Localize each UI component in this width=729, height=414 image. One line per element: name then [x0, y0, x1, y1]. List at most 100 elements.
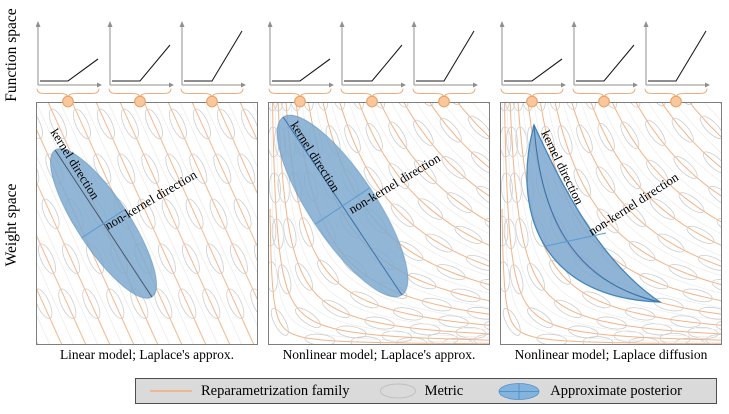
mini-function-plot [268, 21, 334, 108]
metric-ellipse [322, 299, 350, 319]
metric-ellipse [96, 108, 115, 140]
metric-ellipse [450, 288, 481, 303]
metric-ellipse [657, 233, 685, 253]
function-space-row-svg [36, 21, 246, 108]
metric-ellipse [622, 203, 647, 228]
reparametrization-line [167, 102, 258, 303]
mini-function-plot [107, 21, 174, 108]
approximate-posterior-ellipse-icon [498, 382, 540, 400]
reparametrization-curve [635, 102, 722, 198]
reparametrization-family-line-icon [150, 390, 192, 392]
function-space-row-svg [268, 21, 478, 108]
metric-ellipse [699, 115, 722, 140]
axis-arrow-up-icon [500, 21, 505, 27]
metric-ellipse [502, 307, 521, 336]
weight-sample-dot [206, 95, 218, 108]
posterior-ellipse [276, 114, 409, 298]
function-space-row [268, 0, 490, 108]
metric-ellipse [622, 102, 641, 108]
metric-ellipse [271, 102, 284, 112]
reparametrization-line [36, 233, 87, 345]
legend: Reparametrization family Metric Approxim… [135, 378, 717, 404]
metric-ellipse [439, 117, 462, 143]
metric-ellipse [189, 153, 208, 184]
axis-arrow-right-icon [329, 82, 334, 88]
non-kernel-direction-axis [81, 208, 126, 239]
metric-ellipse [277, 264, 292, 295]
metric-ellipse [304, 333, 336, 345]
metric-ellipse [202, 288, 221, 319]
reparametrization-curve [277, 102, 490, 335]
metric-ellipse [213, 153, 232, 184]
metric-ellipse [209, 198, 228, 229]
metric-ellipse [500, 102, 511, 112]
metric-ellipse [600, 102, 618, 109]
reparametrization-curve [456, 102, 490, 139]
metric-ellipse [697, 254, 722, 271]
metric-ellipse [363, 166, 384, 194]
metric-ellipse [82, 288, 101, 319]
metric-ellipse [314, 102, 329, 111]
weight-sample-dot [438, 95, 450, 108]
metric-ellipse [466, 306, 490, 320]
weight-sample-dot [294, 95, 306, 108]
metric-ellipse [686, 225, 715, 244]
metric-ellipse [141, 153, 160, 184]
metric-ellipse [268, 172, 281, 204]
metric-ellipse [295, 263, 313, 291]
metric-ellipse [439, 102, 461, 105]
metric-ellipse [181, 243, 200, 274]
weight-sample-dot [366, 95, 378, 108]
metric-ellipse [268, 261, 278, 293]
metric-ellipse [465, 254, 490, 271]
reparametrization-curve [269, 208, 490, 345]
metric-ellipse [336, 325, 367, 339]
metric-ellipse [58, 288, 77, 319]
metric-ellipse [144, 108, 163, 140]
axis-arrow-up-icon [36, 21, 41, 27]
axis-arrow-right-icon [705, 82, 710, 88]
relu-function-curve [416, 30, 475, 82]
reparametrization-curve [501, 208, 722, 345]
mini-function-plot [500, 21, 566, 108]
metric-ellipse [521, 102, 534, 112]
mini-function-plot [643, 21, 710, 108]
metric-ellipse [687, 326, 719, 339]
function-space-row [36, 0, 258, 108]
legend-label: Reparametrization family [201, 382, 350, 399]
metric-ellipse [708, 186, 722, 207]
reparametrization-curve [271, 102, 490, 341]
metric-ellipse [348, 102, 364, 110]
metric-ellipse [446, 192, 473, 214]
metric-ellipse [178, 288, 197, 319]
axis-arrow-right-icon [241, 82, 246, 88]
metric-ellipse [500, 261, 510, 293]
metric-ellipse [698, 306, 722, 320]
metric-ellipse [670, 315, 701, 328]
legend-item-reparametrization-family: Reparametrization family [148, 383, 350, 400]
reparametrization-line [143, 102, 255, 345]
metric-ellipse [390, 203, 415, 228]
metric-ellipse [317, 259, 339, 285]
metric-ellipse [554, 299, 582, 319]
metric-ellipse [573, 168, 592, 197]
metric-ellipse [515, 218, 529, 249]
metric-ellipse [392, 307, 424, 321]
function-space-row-svg [500, 21, 710, 108]
metric-ellipse [671, 117, 694, 143]
axis-arrow-up-icon [268, 21, 273, 27]
metric-ellipse [682, 288, 713, 303]
axis-arrow-right-icon [473, 82, 478, 88]
metric-ellipse [509, 264, 524, 295]
metric-ellipse [715, 320, 722, 333]
metric-ellipse [646, 159, 669, 185]
metric-ellipse [137, 198, 156, 229]
metric-ellipse [48, 108, 67, 140]
mini-function-plot [339, 21, 406, 108]
metric-ellipse [576, 124, 593, 154]
